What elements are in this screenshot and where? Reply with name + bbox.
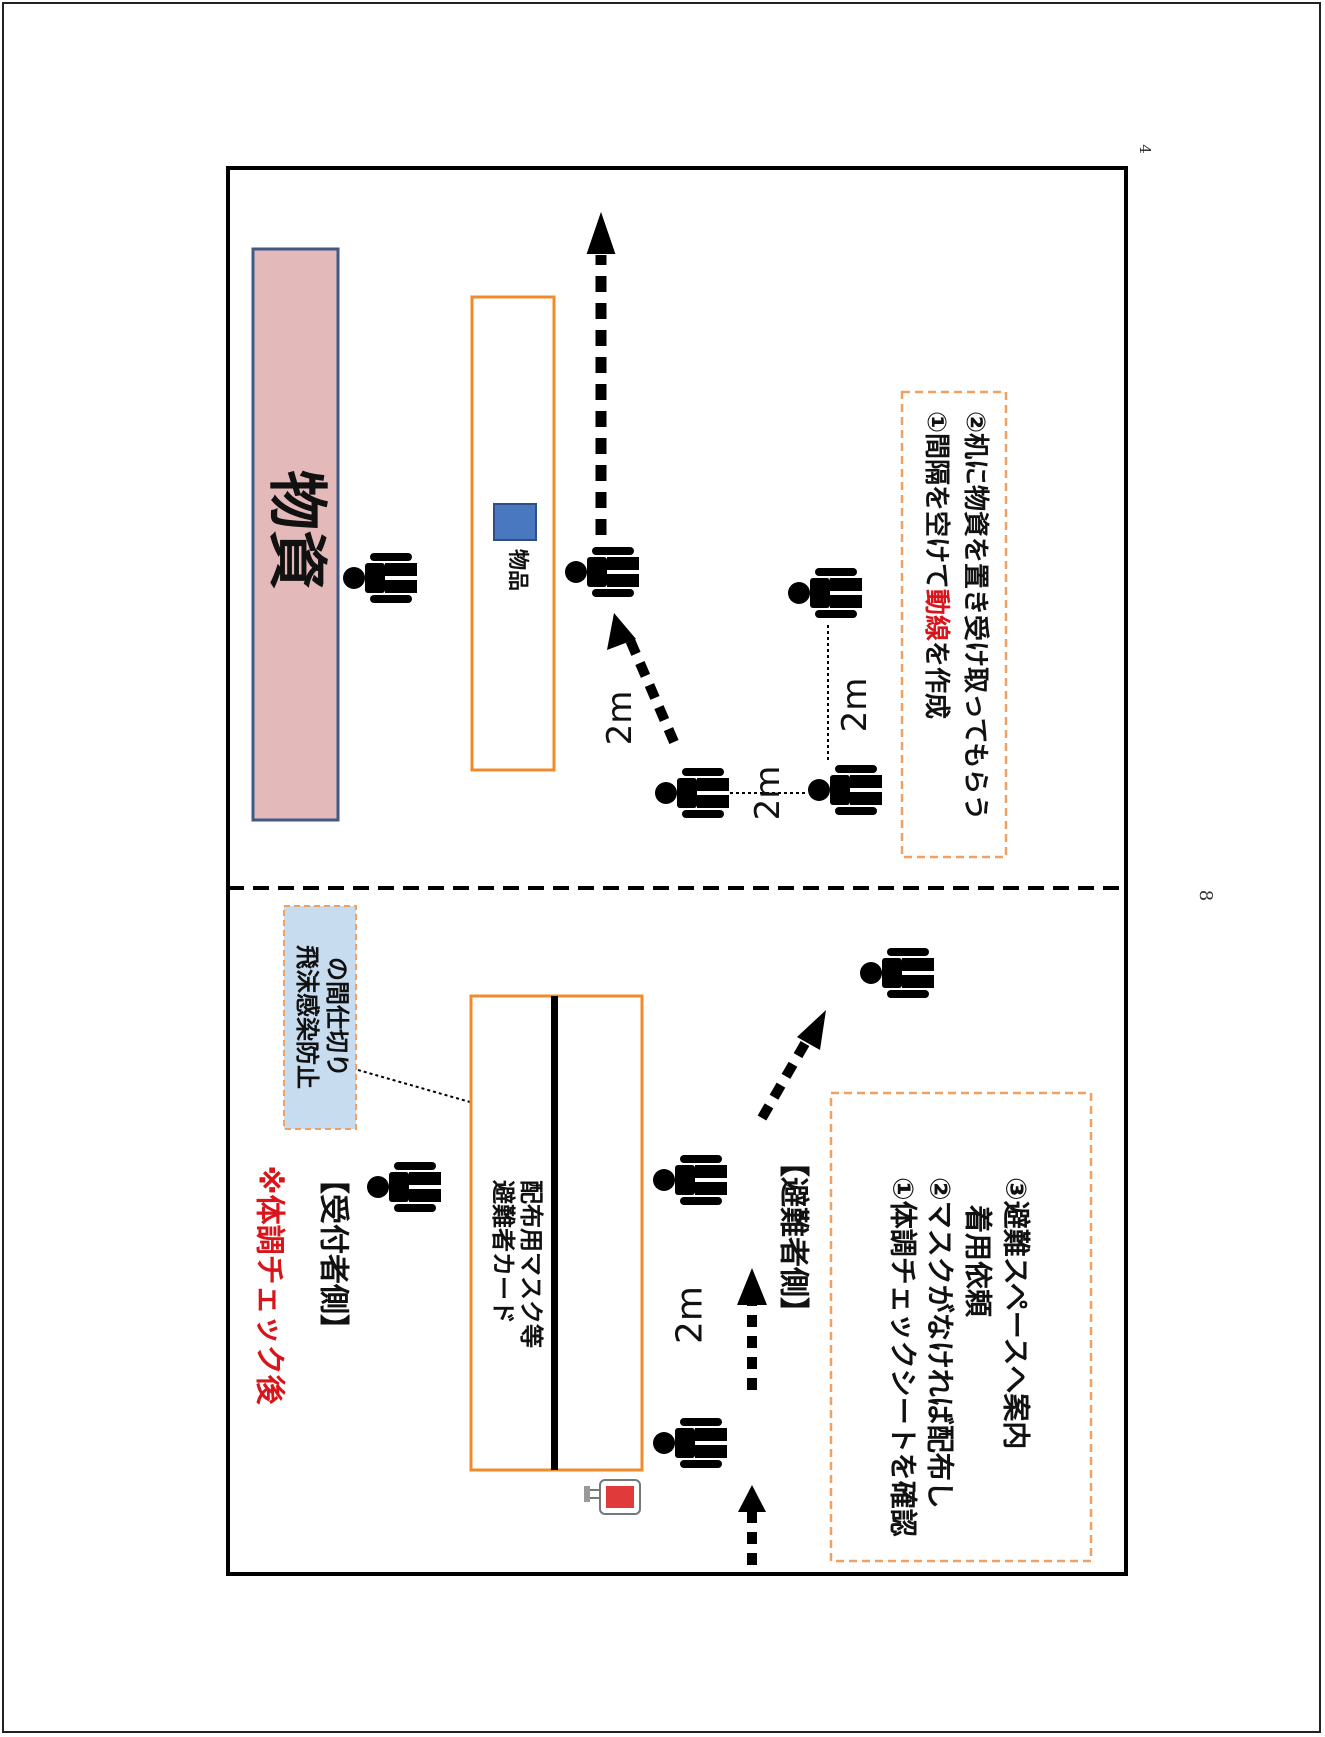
table-text-line-1: 避難者カード xyxy=(489,1180,517,1324)
distance-label-queue: 2m xyxy=(670,1286,711,1344)
health-check-title: ※体調チェック後 xyxy=(252,1165,287,1405)
supplies-notes-box xyxy=(900,390,1008,859)
goods-box xyxy=(493,503,537,541)
reception-steps-box xyxy=(829,1091,1093,1563)
waiting-person-3 xyxy=(788,568,862,618)
partition-label-line-1: 飛沫感染防止 xyxy=(293,945,321,1089)
partition-board xyxy=(551,996,558,1470)
entry-arrowhead xyxy=(738,1485,766,1512)
staff-figure xyxy=(343,553,417,603)
step-2-continued: 着用依頼 xyxy=(962,1177,995,1318)
queue-arrowhead xyxy=(737,1268,767,1305)
evacuee-at-reception xyxy=(653,1155,727,1205)
partition-label-line-2: の間仕切り xyxy=(323,957,351,1077)
step-2: ②マスクがなければ配布し xyxy=(924,1177,957,1509)
approach-arrow xyxy=(625,638,679,744)
to-space-arrow xyxy=(757,1037,812,1121)
evacuee-leaving xyxy=(860,948,934,998)
reception-staff-figure xyxy=(367,1162,441,1212)
partition-label-box xyxy=(283,905,357,1130)
main-frame xyxy=(226,166,1128,1576)
distance-label-2: 2m xyxy=(748,766,788,821)
svg-text:①間隔を空けて動線を作成: ①間隔を空けて動線を作成 xyxy=(921,411,952,719)
evacuee-side-label: 【避難者側】 xyxy=(776,1147,811,1327)
distance-label-3: 2m xyxy=(835,678,875,733)
waiting-person-2 xyxy=(808,765,882,815)
reception-side-label: 【受付者側】 xyxy=(316,1164,351,1344)
table-text-line-2: 配布用マスク等 xyxy=(517,1180,545,1348)
evacuee-arriving xyxy=(653,1418,727,1468)
step-1: ①体調チェックシートを確認 xyxy=(887,1177,920,1537)
sanitizer-bottle-icon xyxy=(584,1479,641,1515)
exit-arrowhead xyxy=(586,211,616,254)
supplies-note-line-1: ①間隔を空けて動線を作成 xyxy=(921,411,952,719)
waiting-person-1 xyxy=(655,768,729,818)
to-space-arrowhead xyxy=(797,1010,826,1050)
supplies-note-line-2: ②机に物資を置き受け取ってもらう xyxy=(960,411,991,820)
evacuee-at-table xyxy=(565,547,639,597)
distance-label-1: 2m xyxy=(600,691,640,746)
goods-label: 物品 xyxy=(506,549,530,591)
step-3: ③避難スペースへ案内 xyxy=(1000,1177,1033,1449)
supplies-area xyxy=(251,247,340,822)
supplies-title: 物資 xyxy=(261,470,331,590)
approach-arrowhead xyxy=(607,613,636,650)
